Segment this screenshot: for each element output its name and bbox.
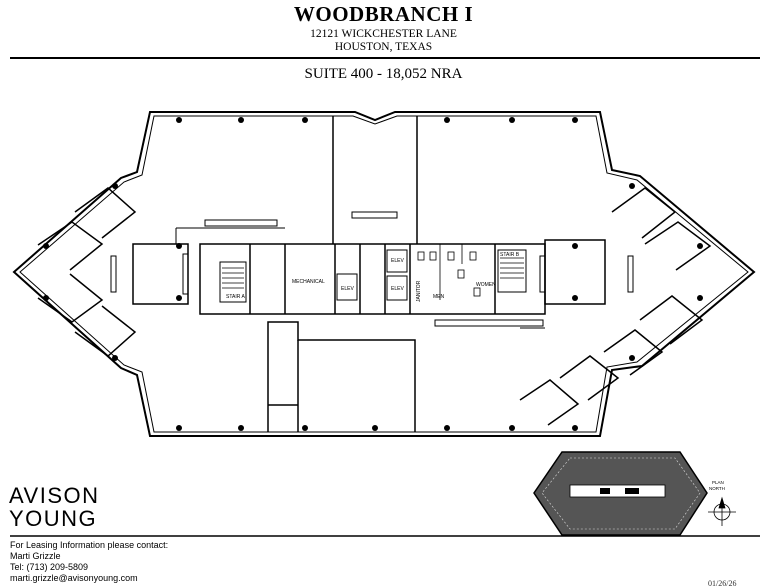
label-mechanical: MECHANICAL [292, 279, 325, 285]
label-women: WOMEN [476, 282, 496, 288]
label-elev-3: ELEV [391, 286, 404, 292]
building-name: WOODBRANCH I [293, 2, 474, 26]
restroom-fixtures [417, 244, 481, 300]
label-elev-1: ELEV [341, 286, 354, 292]
left-offices [37, 187, 137, 357]
contact-heading: For Leasing Information please contact: [10, 540, 169, 550]
label-stair-a: STAIR A [226, 294, 245, 300]
label-men: MEN [433, 294, 445, 300]
contact-email[interactable]: marti.grizzle@avisonyoung.com [10, 573, 138, 583]
building-outline [12, 111, 756, 437]
key-plan [533, 451, 708, 536]
plan-date: 01/26/26 [708, 579, 737, 588]
keyplan-plan-label: PLAN [712, 480, 724, 485]
right-offices [519, 187, 712, 426]
suite-title: SUITE 400 - 18,052 NRA [304, 66, 463, 82]
contact-name: Marti Grizzle [10, 551, 61, 561]
north-arrow-icon [708, 496, 736, 526]
interior-walls [110, 116, 634, 432]
keyplan-north-label: NORTH [709, 486, 725, 491]
label-janitor: JANITOR [416, 280, 422, 302]
label-elev-2: ELEV [391, 258, 404, 264]
building-address: 12121 WICKCHESTER LANE [310, 28, 457, 40]
avison-young-logo: AVISON YOUNG [9, 483, 100, 531]
stair-treads [222, 257, 524, 289]
structural-columns [43, 117, 703, 431]
header-rule [10, 57, 760, 59]
building-city: HOUSTON, TEXAS [334, 41, 433, 53]
contact-phone: Tel: (713) 209-5809 [10, 562, 89, 572]
label-stair-b: STAIR B [500, 252, 520, 258]
